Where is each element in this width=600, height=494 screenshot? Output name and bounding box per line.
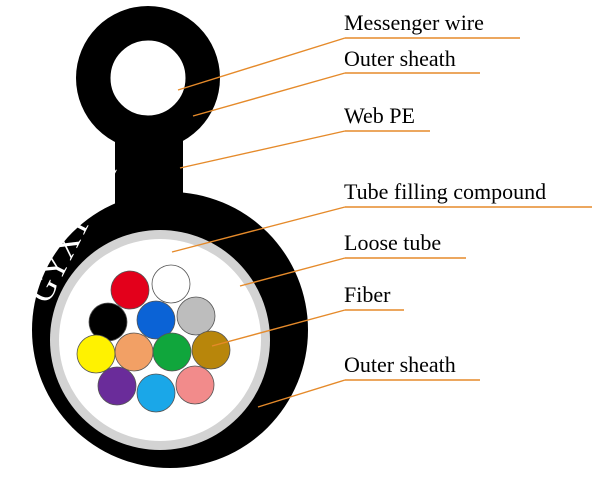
label-outer-sheath-top: Outer sheath — [344, 46, 456, 71]
fiber-blue — [136, 300, 176, 340]
fiber-aqua — [136, 373, 176, 413]
label-outer-sheath-bottom: Outer sheath — [344, 352, 456, 377]
label-loose-tube: Loose tube — [344, 230, 441, 255]
fiber-violet — [97, 366, 137, 406]
fiber-brown — [191, 330, 231, 370]
label-tube-filling-compound: Tube filling compound — [344, 179, 546, 204]
leader-tube-filling-compound — [171, 206, 346, 253]
leader-web-pe — [179, 130, 346, 169]
fiber-rose — [175, 365, 215, 405]
fiber-green — [152, 332, 192, 372]
messenger-wire — [109, 39, 187, 117]
label-fiber: Fiber — [344, 282, 391, 307]
fiber-yellow — [76, 334, 116, 374]
leader-messenger-wire — [177, 37, 346, 91]
fiber-bundle — [76, 264, 231, 413]
fiber-gray — [176, 296, 216, 336]
leader-outer-sheath-top — [192, 72, 346, 117]
fiber-white — [151, 264, 191, 304]
leader-outer-sheath-bottom — [257, 379, 346, 408]
label-messenger-wire: Messenger wire — [344, 10, 484, 35]
leader-loose-tube — [239, 257, 346, 287]
fiber-red — [110, 270, 150, 310]
leader-fiber — [211, 309, 346, 347]
label-web-pe: Web PE — [344, 103, 415, 128]
fiber-orange — [114, 332, 154, 372]
